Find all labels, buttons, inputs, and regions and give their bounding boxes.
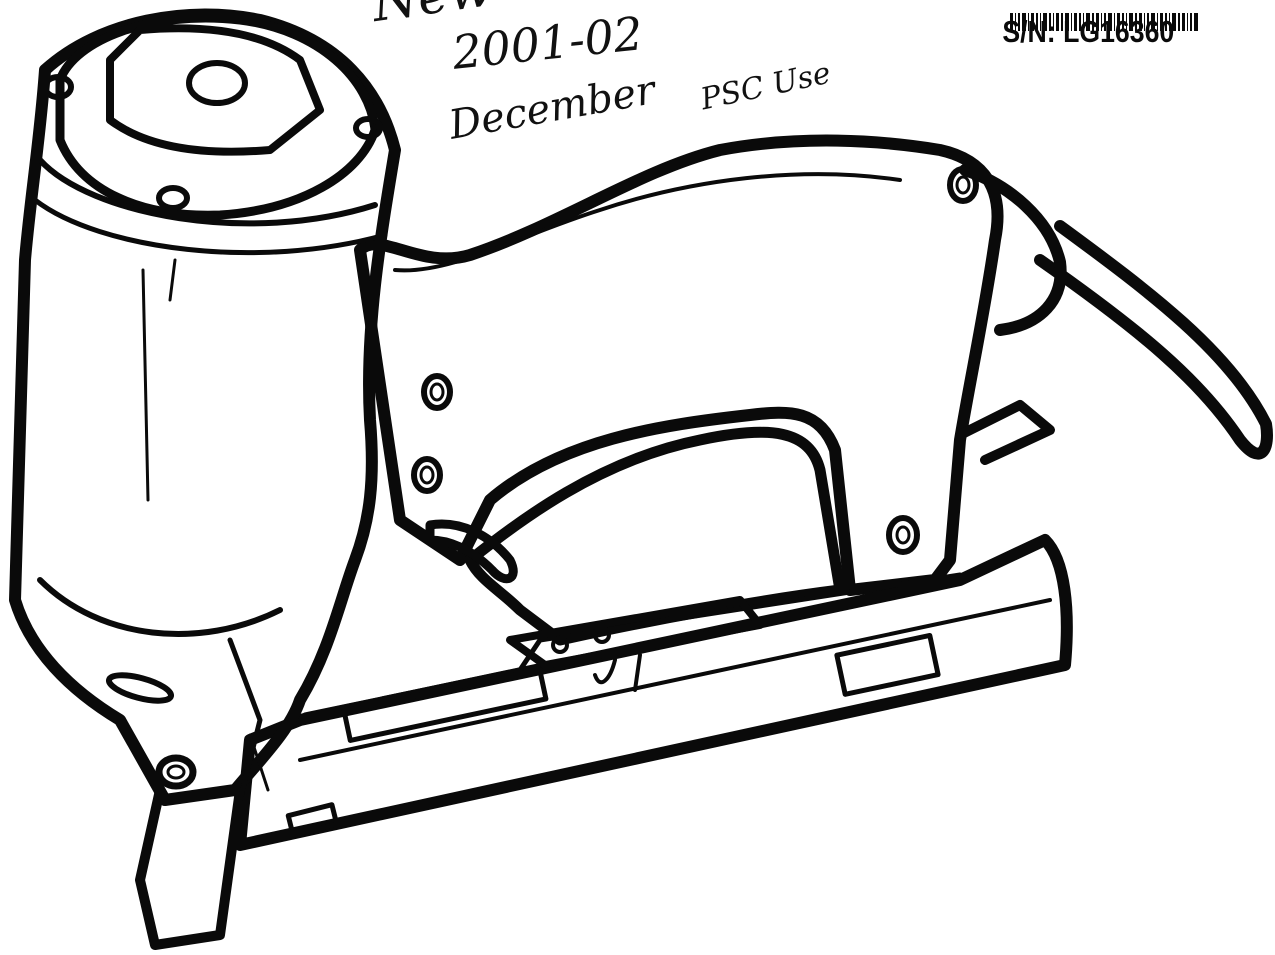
nose-housing	[37, 577, 283, 637]
rear-rail	[955, 400, 1055, 465]
cylinder-cap	[55, 13, 380, 220]
handle-edge	[393, 172, 902, 273]
nose-guide	[135, 785, 245, 950]
pusher-latch	[506, 596, 764, 669]
magazine-window	[341, 667, 549, 743]
nose-slot	[285, 802, 340, 838]
magazine-inner-line	[298, 598, 1052, 762]
hose-fitting	[959, 164, 1067, 336]
cap-center-icon	[186, 60, 248, 106]
barcode-icon	[1010, 13, 1198, 31]
screw-icon	[411, 166, 979, 555]
bolt-icon	[42, 74, 383, 211]
cylinder-body	[9, 8, 401, 806]
magazine-window-right	[834, 632, 941, 697]
latch-bolt-icon	[155, 754, 197, 790]
trigger-opening	[464, 426, 846, 646]
magazine-rail	[234, 534, 1073, 851]
cylinder-band-lower	[32, 197, 388, 256]
cap-plate	[106, 24, 324, 156]
cylinder-band	[37, 157, 378, 227]
exhaust-slot	[105, 672, 175, 704]
air-hose	[1034, 220, 1273, 460]
handle-outline	[354, 134, 1004, 596]
trigger	[425, 519, 518, 584]
serial-number-label: S/N: LG16360	[1002, 14, 1175, 49]
